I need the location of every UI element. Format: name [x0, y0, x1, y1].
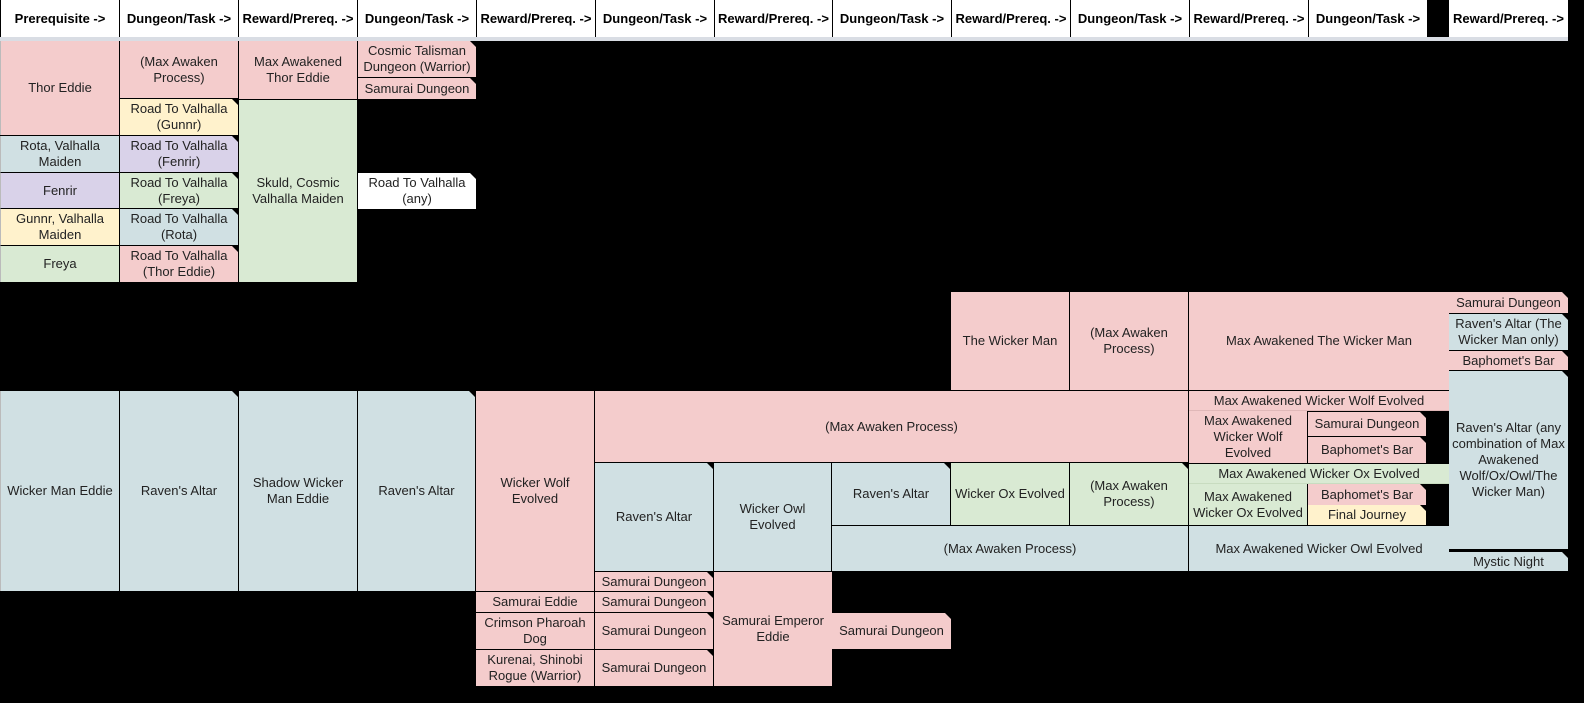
the-wicker-man-cell: The Wicker Man: [951, 292, 1070, 391]
wicker-man-eddie-cell: Wicker Man Eddie: [0, 391, 120, 591]
header-reward-prereq: Reward/Prereq. ->: [1449, 0, 1568, 37]
header-reward-prereq: Reward/Prereq. ->: [1190, 0, 1309, 37]
wicker-owl-evolved-cell: Wicker Owl Evolved: [714, 463, 832, 571]
road-to-valhalla-rota-cell: Road To Valhalla (Rota): [120, 209, 239, 246]
shadow-wicker-man-eddie-cell: Shadow Wicker Man Eddie: [239, 391, 358, 591]
wicker-wolf-evolved-cell: Wicker Wolf Evolved: [476, 391, 595, 591]
thor-eddie-cell: Thor Eddie: [0, 41, 120, 135]
cosmic-talisman-dungeon-cell: Cosmic Talisman Dungeon (Warrior): [358, 41, 476, 78]
ox-final-journey-cell: Final Journey: [1308, 505, 1426, 525]
ravens-altar-cell: Raven's Altar: [832, 463, 951, 526]
max-awakened-wicker-ox-cell: Max Awakened Wicker Ox Evolved: [1189, 484, 1308, 526]
max-awaken-process-cell: (Max Awaken Process): [120, 41, 239, 99]
header-dungeon-task: Dungeon/Task ->: [1071, 0, 1190, 37]
samurai-dungeon-cell: Samurai Dungeon: [1449, 292, 1568, 313]
max-awakened-wicker-wolf-header-cell: Max Awakened Wicker Wolf Evolved: [1189, 391, 1449, 411]
samurai-dungeon-cell: Samurai Dungeon: [358, 78, 476, 99]
header-dungeon-task: Dungeon/Task ->: [120, 0, 239, 37]
samurai-dungeon-cell: Samurai Dungeon: [595, 650, 714, 686]
road-to-valhalla-fenrir-cell: Road To Valhalla (Fenrir): [120, 136, 239, 173]
ox-max-awaken-process-cell: (Max Awaken Process): [1070, 463, 1189, 526]
ravens-altar-wicker-man-only-cell: Raven's Altar (The Wicker Man only): [1449, 314, 1568, 350]
road-to-valhalla-any-cell: Road To Valhalla (any): [358, 173, 476, 209]
wolf-baphomets-bar-cell: Baphomet's Bar: [1308, 437, 1426, 463]
wicker-ox-evolved-cell: Wicker Ox Evolved: [951, 463, 1070, 526]
header-dungeon-task: Dungeon/Task ->: [358, 0, 477, 37]
crimson-pharoah-dog-cell: Crimson Pharoah Dog: [476, 613, 595, 650]
max-awakened-wicker-owl-cell: Max Awakened Wicker Owl Evolved: [1189, 526, 1449, 571]
gunnr-valhalla-maiden-cell: Gunnr, Valhalla Maiden: [0, 209, 120, 246]
header-reward-prereq: Reward/Prereq. ->: [239, 0, 358, 37]
max-awaken-process-cell: (Max Awaken Process): [1070, 292, 1189, 391]
ravens-altar-cell: Raven's Altar: [358, 391, 476, 591]
header-dungeon-task: Dungeon/Task ->: [596, 0, 715, 37]
header-dungeon-task: Dungeon/Task ->: [1309, 0, 1427, 37]
max-awakened-thor-eddie-cell: Max Awakened Thor Eddie: [239, 41, 358, 99]
mystic-night-cell: Mystic Night: [1449, 551, 1568, 571]
fenrir-cell: Fenrir: [0, 173, 120, 209]
ravens-altar-cell: Raven's Altar: [120, 391, 239, 591]
max-awakened-wicker-ox-header-cell: Max Awakened Wicker Ox Evolved: [1189, 463, 1449, 484]
max-awakened-wicker-wolf-cell: Max Awakened Wicker Wolf Evolved: [1189, 411, 1308, 463]
wolf-max-awaken-process-cell: (Max Awaken Process): [595, 391, 1189, 463]
samurai-emperor-eddie-cell: Samurai Emperor Eddie: [714, 571, 832, 686]
ravens-altar-any-combination-cell: Raven's Altar (any combination of Max Aw…: [1449, 371, 1568, 549]
road-to-valhalla-thor-eddie-cell: Road To Valhalla (Thor Eddie): [120, 246, 239, 282]
header-reward-prereq: Reward/Prereq. ->: [715, 0, 833, 37]
header-dungeon-task: Dungeon/Task ->: [833, 0, 952, 37]
road-to-valhalla-freya-cell: Road To Valhalla (Freya): [120, 173, 239, 209]
kurenai-shinobi-rogue-cell: Kurenai, Shinobi Rogue (Warrior): [476, 650, 595, 686]
samurai-dungeon-cell: Samurai Dungeon: [595, 571, 714, 592]
samurai-dungeon-cell: Samurai Dungeon: [832, 613, 951, 649]
header-reward-prereq: Reward/Prereq. ->: [952, 0, 1071, 37]
header-prerequisite: Prerequisite ->: [0, 0, 120, 37]
samurai-dungeon-cell: Samurai Dungeon: [595, 613, 714, 650]
ravens-altar-cell: Raven's Altar: [595, 463, 714, 571]
skuld-cosmic-valhalla-maiden-cell: Skuld, Cosmic Valhalla Maiden: [239, 99, 357, 282]
header-reward-prereq: Reward/Prereq. ->: [477, 0, 596, 37]
max-awakened-the-wicker-man-cell: Max Awakened The Wicker Man: [1189, 292, 1449, 391]
rota-valhalla-maiden-cell: Rota, Valhalla Maiden: [0, 136, 120, 173]
owl-max-awaken-process-cell: (Max Awaken Process): [832, 526, 1189, 571]
ox-baphomets-bar-cell: Baphomet's Bar: [1308, 484, 1426, 505]
header-separator: [0, 37, 1568, 41]
road-to-valhalla-gunnr-cell: Road To Valhalla (Gunnr): [120, 99, 239, 136]
baphomets-bar-cell: Baphomet's Bar: [1449, 351, 1568, 370]
wolf-samurai-dungeon-cell: Samurai Dungeon: [1308, 411, 1426, 437]
samurai-eddie-cell: Samurai Eddie: [476, 592, 595, 613]
samurai-dungeon-cell: Samurai Dungeon: [595, 592, 714, 613]
freya-cell: Freya: [0, 246, 120, 282]
